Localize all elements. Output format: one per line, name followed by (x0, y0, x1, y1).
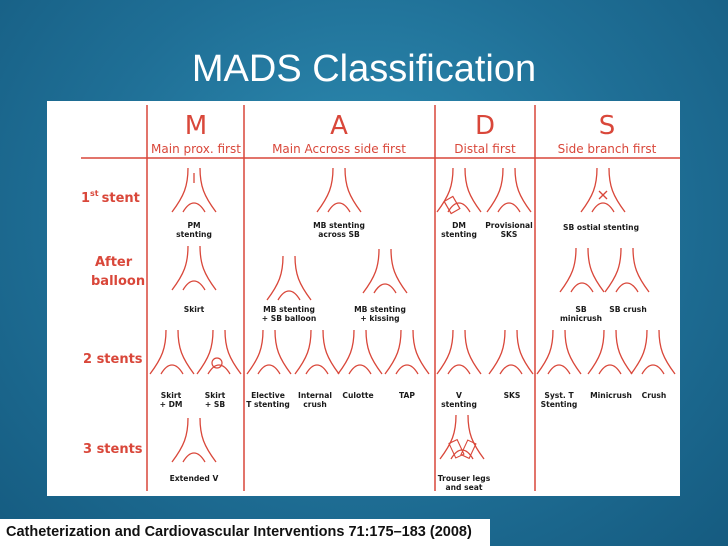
sketch-skirt (171, 245, 217, 291)
column-headers: M Main prox. first A Main Accross side f… (151, 111, 657, 156)
caption-skirt: Skirt (184, 305, 205, 314)
column-desc-d: Distal first (454, 142, 516, 156)
column-letter-m: M (185, 111, 207, 141)
sketch-mb-across-sb (316, 167, 362, 213)
column-desc-s: Side branch first (558, 142, 657, 156)
sketch-crush (630, 329, 676, 375)
sketch-sb-ostial (580, 167, 626, 213)
row-label-balloon: balloon (91, 274, 145, 289)
sketch-elective-t (246, 329, 292, 375)
sketch-mb-sb-balloon (266, 255, 312, 301)
caption-sb-ostial: SB ostial stenting (563, 223, 639, 232)
caption-skirt-sb: Skirt+ SB (205, 391, 226, 409)
sketch-sb-minicrush (559, 247, 605, 293)
sketch-internal-crush (294, 329, 340, 375)
sketch-sks (488, 329, 534, 375)
caption-crush: Crush (642, 391, 667, 400)
slide-title: MADS Classification (191, 48, 537, 90)
caption-tap: TAP (399, 391, 415, 400)
caption-sb-crush: SB crush (609, 305, 646, 314)
sketch-v-stenting (436, 329, 482, 375)
caption-extended-v: Extended V (170, 474, 219, 483)
row-label-two-stents: 2 stents (83, 352, 143, 367)
citation: Catheterization and Cardiovascular Inter… (0, 519, 490, 546)
caption-culotte: Culotte (342, 391, 373, 400)
column-letter-s: S (599, 111, 616, 141)
caption-mb-sb-balloon: MB stenting+ SB balloon (262, 305, 317, 323)
column-desc-a: Main Accross side first (272, 142, 406, 156)
sketch-syst-t (536, 329, 582, 375)
sketch-tap (384, 329, 430, 375)
sketch-minicrush (587, 329, 633, 375)
sketch-extended-v (171, 417, 217, 463)
column-letter-a: A (330, 111, 348, 141)
row-label-after: After (95, 255, 133, 270)
sketch-culotte (337, 329, 383, 375)
caption-sks: SKS (504, 391, 521, 400)
caption-minicrush: Minicrush (590, 391, 632, 400)
classification-panel: M Main prox. first A Main Accross side f… (47, 101, 680, 496)
table-grid (81, 105, 680, 491)
column-desc-m: Main prox. first (151, 142, 241, 156)
sketch-provisional-sks (486, 167, 532, 213)
row-label-three-stents: 3 stents (83, 442, 143, 457)
sketch-dm-stenting (436, 167, 482, 213)
bifurcation-sketches (149, 167, 676, 463)
sketch-sb-crush (604, 247, 650, 293)
caption-mb-kissing: MB stenting+ kissing (354, 305, 406, 323)
sketch-mb-kissing (362, 248, 408, 294)
caption-skirt-dm: Skirt+ DM (160, 391, 183, 409)
sketch-skirt-dm (149, 329, 195, 375)
mads-diagram: M Main prox. first A Main Accross side f… (81, 105, 680, 492)
column-letter-d: D (475, 111, 495, 141)
